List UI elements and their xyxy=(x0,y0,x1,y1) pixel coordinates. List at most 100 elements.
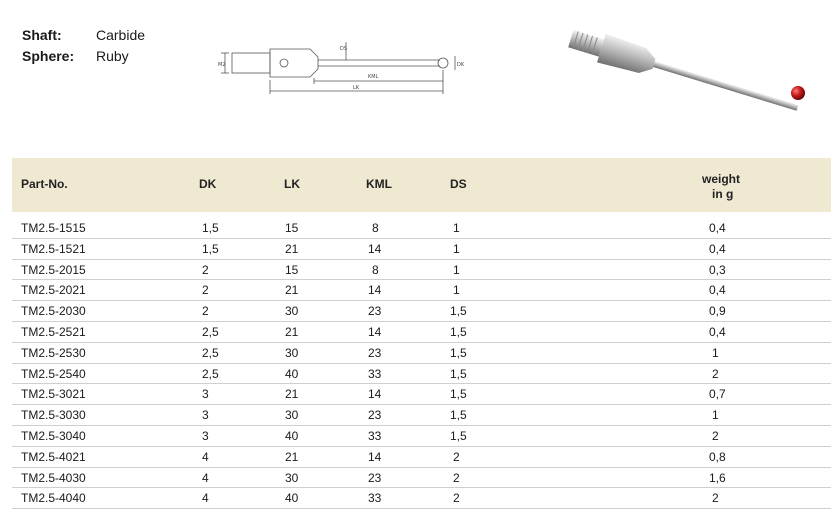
cell-kml: 8 xyxy=(372,262,379,277)
cell-weight: 1,6 xyxy=(709,470,726,485)
cell-dk: 1,5 xyxy=(202,221,219,235)
header-dk: DK xyxy=(199,177,217,191)
cell-dk: 3 xyxy=(202,387,209,402)
cell-lk: 21 xyxy=(285,387,299,402)
cell-weight: 0,3 xyxy=(709,262,726,277)
header-kml: KML xyxy=(366,177,392,191)
cell-lk: 30 xyxy=(285,345,299,360)
cell-ds: 2 xyxy=(453,470,460,485)
cell-weight: 2 xyxy=(712,366,719,381)
drawing-label-dk: DK xyxy=(457,62,465,68)
cell-kml: 14 xyxy=(368,283,382,298)
cell-ds: 1 xyxy=(453,283,460,298)
photo-shaft xyxy=(653,61,799,111)
cell-part-no: TM2.5-3040 xyxy=(21,428,86,443)
spec-sphere-value: Ruby xyxy=(96,48,129,64)
header-weight-unit: in g xyxy=(712,187,734,201)
drawing-wrench-hole xyxy=(279,58,289,68)
cell-lk: 30 xyxy=(285,470,299,485)
cell-dk: 2,5 xyxy=(202,324,219,339)
header-ds: DS xyxy=(450,177,467,191)
cell-kml: 14 xyxy=(368,387,382,402)
spec-sphere: Sphere: Ruby xyxy=(22,48,129,64)
drawing-label-lk: LK xyxy=(353,85,360,91)
cell-kml: 33 xyxy=(368,428,382,443)
cell-ds: 1,5 xyxy=(450,428,467,443)
cell-ds: 1 xyxy=(453,262,460,277)
spec-sphere-label: Sphere: xyxy=(22,48,75,64)
stylus-technical-drawing: M2 KML LK DS DK xyxy=(218,42,465,94)
cell-dk: 3 xyxy=(202,428,209,443)
cell-ds: 1,5 xyxy=(450,324,467,339)
table-row: TM2.5-3040 3 40 33 1,5 2 xyxy=(12,426,831,447)
cell-dk: 3 xyxy=(202,408,209,423)
cell-lk: 40 xyxy=(285,428,299,443)
drawing-label-kml: KML xyxy=(368,74,379,80)
header-lk: LK xyxy=(284,177,300,191)
photo-thread xyxy=(568,30,605,57)
cell-part-no: TM2.5-2540 xyxy=(21,366,86,381)
cell-kml: 23 xyxy=(368,304,382,319)
stylus-product-photo xyxy=(568,30,805,111)
cell-kml: 23 xyxy=(368,345,382,360)
cell-lk: 21 xyxy=(285,283,299,298)
drawing-sphere xyxy=(437,57,449,69)
drawing-body xyxy=(269,48,319,78)
table-header: Part-No. DK LK KML DS weight in g xyxy=(12,158,831,212)
cell-kml: 23 xyxy=(368,470,382,485)
spec-shaft-value: Carbide xyxy=(96,27,146,43)
cell-weight: 0,8 xyxy=(709,449,726,464)
cell-ds: 1,5 xyxy=(450,408,467,423)
cell-ds: 1,5 xyxy=(450,387,467,402)
cell-weight: 2 xyxy=(712,491,719,506)
cell-part-no: TM2.5-2015 xyxy=(21,262,86,277)
cell-part-no: TM2.5-2521 xyxy=(21,324,86,339)
cell-weight: 1 xyxy=(712,345,719,360)
cell-kml: 8 xyxy=(372,221,379,235)
cell-lk: 21 xyxy=(285,324,299,339)
cell-lk: 15 xyxy=(285,221,299,235)
cell-part-no: TM2.5-4021 xyxy=(21,449,86,464)
ruby-sphere xyxy=(791,86,805,100)
cell-ds: 2 xyxy=(453,449,460,464)
cell-part-no: TM2.5-4040 xyxy=(21,491,86,506)
cell-part-no: TM2.5-3021 xyxy=(21,387,86,402)
cell-kml: 14 xyxy=(368,449,382,464)
cell-lk: 30 xyxy=(285,408,299,423)
table-row: TM2.5-2015 2 15 8 1 0,3 xyxy=(12,260,831,281)
cell-dk: 2 xyxy=(202,304,209,319)
spec-shaft-label: Shaft: xyxy=(22,27,62,43)
cell-part-no: TM2.5-1515 xyxy=(21,221,86,235)
cell-dk: 1,5 xyxy=(202,241,219,256)
cell-dk: 2 xyxy=(202,262,209,277)
cell-lk: 30 xyxy=(285,304,299,319)
cell-weight: 0,4 xyxy=(709,283,726,298)
header-weight: weight xyxy=(702,172,740,186)
cell-ds: 2 xyxy=(453,491,460,506)
cell-dk: 2,5 xyxy=(202,345,219,360)
cell-lk: 15 xyxy=(285,262,299,277)
cell-part-no: TM2.5-2030 xyxy=(21,304,86,319)
cell-dk: 4 xyxy=(202,449,209,464)
drawing-label-m2: M2 xyxy=(218,62,226,68)
cell-weight: 2 xyxy=(712,428,719,443)
cell-ds: 1,5 xyxy=(450,366,467,381)
cell-ds: 1,5 xyxy=(450,304,467,319)
cell-part-no: TM2.5-3030 xyxy=(21,408,86,423)
cell-kml: 33 xyxy=(368,366,382,381)
cell-ds: 1,5 xyxy=(450,345,467,360)
spec-shaft: Shaft: Carbide xyxy=(22,27,145,43)
cell-lk: 40 xyxy=(285,491,299,506)
